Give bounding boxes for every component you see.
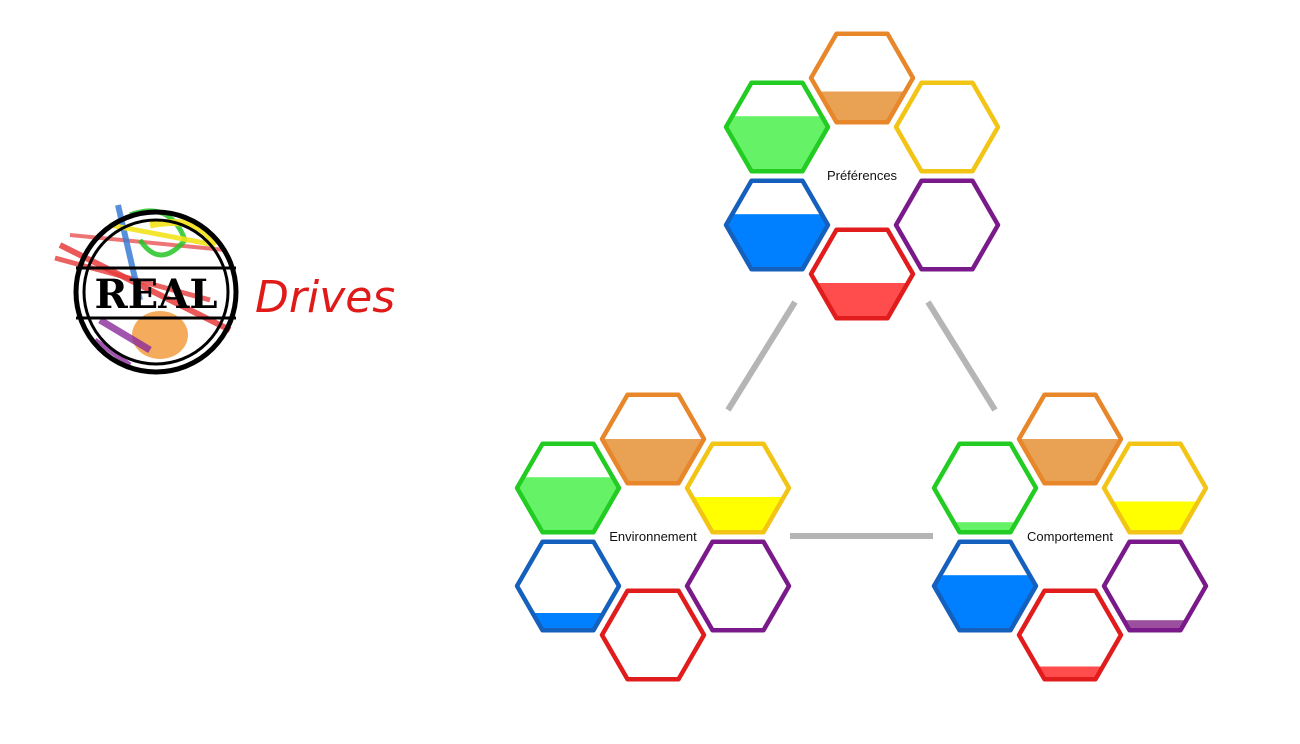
hexagon-green <box>931 441 1039 535</box>
logo-outer-ring <box>73 209 239 375</box>
cluster-label: Comportement <box>1027 529 1113 544</box>
real-drives-logo: REAL Drives <box>54 204 395 375</box>
hexagon-yellow <box>893 80 1001 174</box>
hexagon-fill-purple <box>1106 620 1204 629</box>
hexagon-yellow <box>1101 441 1209 535</box>
hexagon-purple <box>1101 539 1209 633</box>
hexagon-outline-yellow <box>1101 441 1209 535</box>
hexagon-orange <box>599 392 707 486</box>
hexagon-outline-green <box>723 80 831 174</box>
hexagon-outline-purple <box>893 178 1001 272</box>
cluster-2: Comportement <box>931 392 1209 682</box>
hexagon-blue <box>931 539 1039 633</box>
hexagon-fill-blue <box>728 214 826 268</box>
hexagon-fill-blue <box>936 575 1034 629</box>
hexagon-outline-orange <box>1016 392 1124 486</box>
cluster-label: Environnement <box>609 529 697 544</box>
hexagon-orange <box>808 31 916 125</box>
hexagon-green <box>514 441 622 535</box>
hexagon-outline-yellow <box>684 441 792 535</box>
hexagon-outline-orange <box>808 31 916 125</box>
connector-preferences-comportement <box>925 300 998 412</box>
hexagon-fill-green <box>936 522 1034 531</box>
hexagon-red <box>1016 588 1124 682</box>
hexagon-outline-blue <box>514 539 622 633</box>
logo-inner-ring <box>82 218 230 366</box>
hexagon-outline-red <box>599 588 707 682</box>
hexagon-outline-red <box>808 227 916 321</box>
hexagon-purple <box>893 178 1001 272</box>
hexagon-outline-orange <box>599 392 707 486</box>
hexagon-blue <box>723 178 831 272</box>
hexagon-outline-yellow <box>893 80 1001 174</box>
hexagon-fill-blue <box>519 613 617 629</box>
hexagon-outline-blue <box>723 178 831 272</box>
cluster-1: Environnement <box>514 392 792 682</box>
logo-word: REAL <box>95 271 218 318</box>
logo-script-word: Drives <box>255 272 395 323</box>
hexagon-yellow <box>684 441 792 535</box>
hexagon-fill-green <box>519 477 617 531</box>
hexagon-outline-purple <box>684 539 792 633</box>
cluster-label: Préférences <box>827 168 898 183</box>
hexagon-purple <box>684 539 792 633</box>
connector-preferences-environnement <box>725 300 798 412</box>
hexagon-fill-red <box>1021 666 1119 678</box>
hexagon-outline-purple <box>1101 539 1209 633</box>
hexagon-outline-green <box>514 441 622 535</box>
hexagon-orange <box>1016 392 1124 486</box>
hexagon-outline-red <box>1016 588 1124 682</box>
hexagon-green <box>723 80 831 174</box>
connectors <box>725 300 998 539</box>
cluster-0: Préférences <box>723 31 1001 321</box>
hexagon-fill-green <box>728 116 826 170</box>
hexagon-red <box>599 588 707 682</box>
hexagon-red <box>808 227 916 321</box>
hexagon-outline-green <box>931 441 1039 535</box>
hexagon-outline-blue <box>931 539 1039 633</box>
hexagon-blue <box>514 539 622 633</box>
